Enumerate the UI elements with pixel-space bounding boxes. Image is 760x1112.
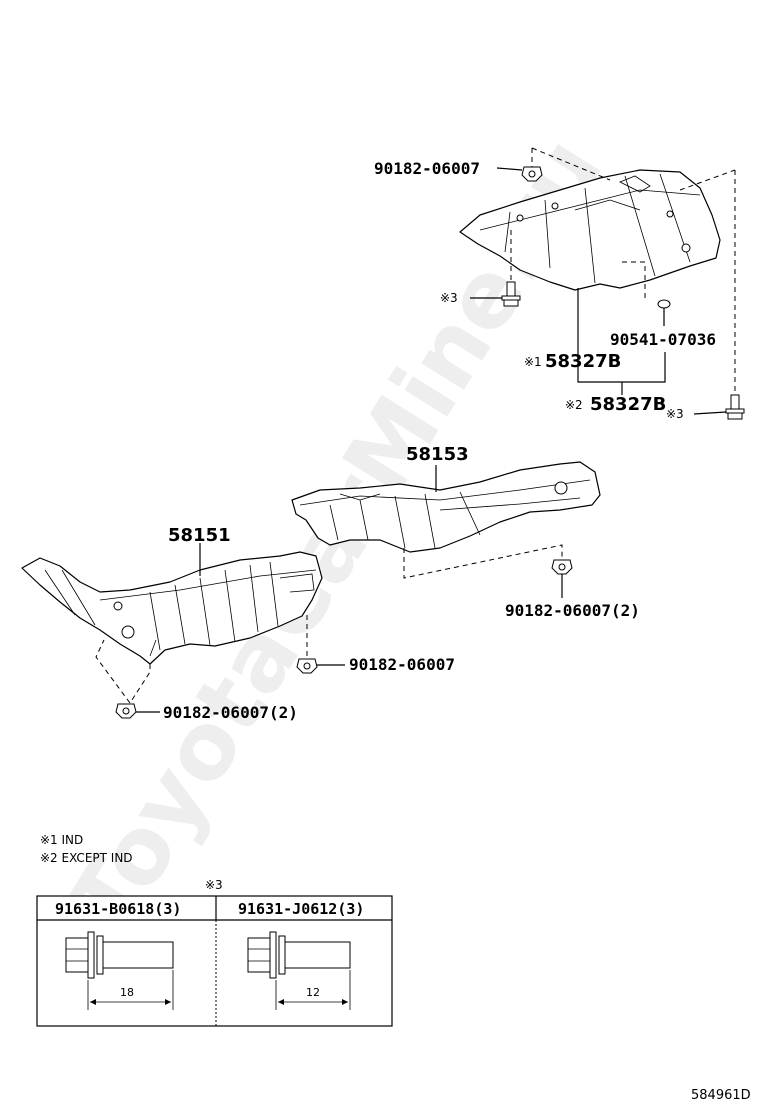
dash-line xyxy=(403,544,563,579)
leader-line xyxy=(693,411,727,415)
rear-heat-insulator-cover xyxy=(459,169,721,291)
nut-icon xyxy=(551,559,573,575)
part-number-nut-top: 90182-06007 xyxy=(374,159,480,178)
part-number-insulator-center: 58153 xyxy=(406,444,469,465)
table-mark: ※3 xyxy=(205,878,223,892)
mark3-upper-left: ※3 xyxy=(440,291,458,305)
nut-icon xyxy=(115,703,137,719)
clip-icon xyxy=(657,299,671,309)
bolt-col1-length: 18 xyxy=(120,986,134,999)
mark2-cover: ※2 xyxy=(565,398,583,412)
bolt-col1-header: 91631-B0618(3) xyxy=(55,900,181,918)
mark3-right: ※3 xyxy=(666,407,684,421)
dash-line xyxy=(622,261,646,300)
leader-line xyxy=(496,167,523,171)
bolt-col2-header: 91631-J0612(3) xyxy=(238,900,364,918)
part-number-cover-ind: 58327B xyxy=(545,351,621,372)
part-number-nut-front-mid: 90182-06007 xyxy=(349,655,455,674)
part-number-insulator-front: 58151 xyxy=(168,525,231,546)
note-except-ind: ※2 EXCEPT IND xyxy=(40,851,133,865)
bolt-spec-table: 91631-B0618(3) 91631-J0612(3) 18 xyxy=(36,895,393,1027)
bolt-drawing-12 xyxy=(247,931,351,1010)
mark1-cover: ※1 xyxy=(524,355,542,369)
center-heat-insulator xyxy=(291,461,601,553)
nut-icon xyxy=(521,166,543,182)
note-ind: ※1 IND xyxy=(40,833,83,847)
bolt-drawing-18 xyxy=(65,931,174,1010)
front-heat-insulator xyxy=(21,551,323,665)
dash-line xyxy=(95,639,151,704)
part-number-cover-except: 58327B xyxy=(590,394,666,415)
part-number-nut-center: 90182-06007(2) xyxy=(505,601,640,620)
dash-line xyxy=(679,169,736,191)
diagram-code: 584961D xyxy=(691,1088,751,1103)
nut-icon xyxy=(296,658,318,674)
part-number-nut-front-low: 90182-06007(2) xyxy=(163,703,298,722)
part-number-clip: 90541-07036 xyxy=(610,330,716,349)
bolt-col2-length: 12 xyxy=(306,986,320,999)
bolt-icon xyxy=(725,394,745,420)
